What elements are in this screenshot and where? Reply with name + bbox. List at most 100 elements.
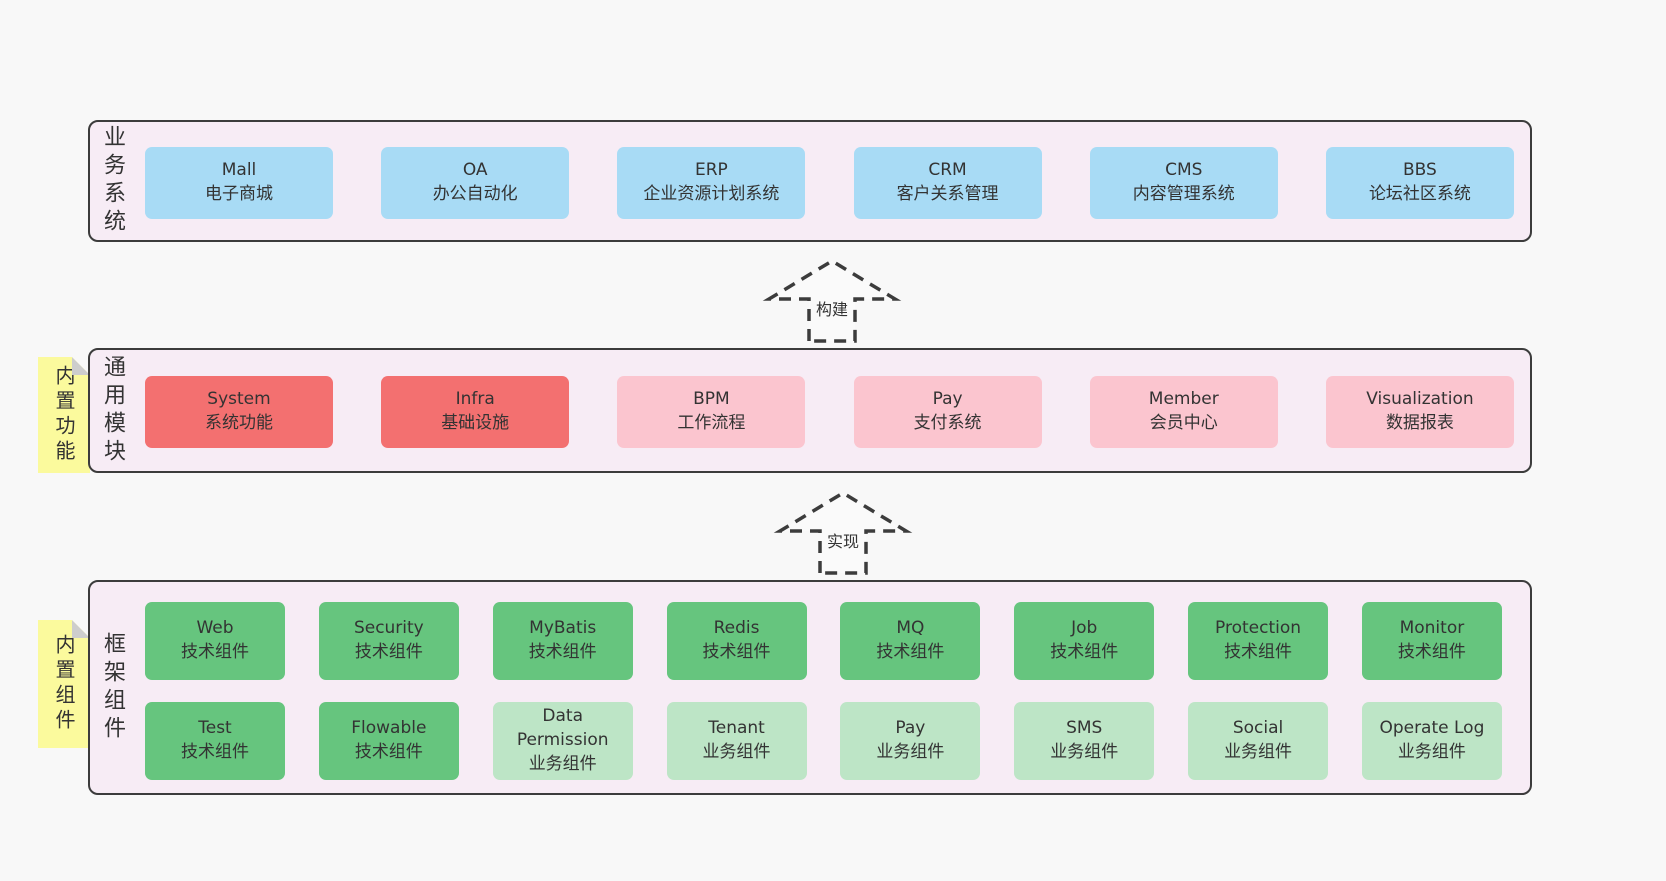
box-oa: OA 办公自动化 — [381, 147, 570, 219]
box-mq: MQ 技术组件 — [840, 602, 981, 680]
box-sms-name: SMS — [1066, 718, 1103, 739]
framework-components-row-2: Test 技术组件 Flowable 技术组件 Data Permission … — [145, 702, 1502, 780]
band-framework-components-label: 框架组件 — [100, 631, 125, 744]
box-security-desc: 技术组件 — [354, 642, 423, 662]
box-bbs-name: BBS — [1403, 160, 1437, 181]
note-built-in-features-label: 内置功能 — [52, 365, 76, 465]
arrow-build: 构建 — [757, 253, 907, 343]
framework-components-row-1: Web 技术组件 Security 技术组件 MyBatis 技术组件 Redi… — [145, 602, 1502, 680]
box-erp-desc: 企业资源计划系统 — [643, 184, 780, 204]
band-framework-components: 框架组件 Web 技术组件 Security 技术组件 MyBatis 技术组件… — [88, 580, 1532, 795]
box-pay-system-name: Pay — [932, 389, 963, 410]
box-visualization-name: Visualization — [1366, 389, 1474, 410]
box-oa-desc: 办公自动化 — [432, 184, 518, 204]
note-built-in-components: 内置组件 — [38, 620, 90, 748]
box-monitor: Monitor 技术组件 — [1361, 602, 1502, 680]
box-pay-component-desc: 业务组件 — [876, 742, 945, 762]
box-bbs: BBS 论坛社区系统 — [1325, 147, 1514, 219]
box-erp-name: ERP — [694, 160, 728, 181]
box-protection: Protection 技术组件 — [1188, 602, 1329, 680]
box-protection-name: Protection — [1215, 618, 1302, 639]
box-mq-desc: 技术组件 — [876, 642, 945, 662]
box-pay-system: Pay 支付系统 — [853, 376, 1042, 448]
box-system: System 系统功能 — [145, 376, 333, 448]
box-web-desc: 技术组件 — [181, 642, 249, 662]
box-security: Security 技术组件 — [318, 602, 459, 680]
common-modules-row: System 系统功能 Infra 基础设施 BPM 工作流程 Pay 支付系统… — [145, 376, 1514, 448]
box-social-desc: 业务组件 — [1224, 742, 1293, 762]
box-bpm: BPM 工作流程 — [617, 376, 806, 448]
arrow-build-label: 构建 — [810, 295, 854, 321]
box-web-name: Web — [196, 618, 234, 639]
box-bpm-name: BPM — [693, 389, 730, 410]
box-mall-name: Mall — [221, 160, 257, 181]
box-bpm-desc: 工作流程 — [677, 413, 746, 433]
box-crm: CRM 客户关系管理 — [853, 147, 1042, 219]
box-redis: Redis 技术组件 — [666, 602, 807, 680]
box-job-name: Job — [1071, 618, 1098, 639]
box-mybatis-desc: 技术组件 — [528, 642, 597, 662]
box-sms-desc: 业务组件 — [1050, 742, 1119, 762]
box-sms: SMS 业务组件 — [1014, 702, 1155, 780]
box-tenant-desc: 业务组件 — [702, 742, 771, 762]
box-bbs-desc: 论坛社区系统 — [1368, 184, 1471, 204]
box-flowable: Flowable 技术组件 — [318, 702, 459, 780]
arrow-implement-label: 实现 — [821, 527, 865, 553]
box-member-name: Member — [1148, 389, 1219, 410]
box-system-name: System — [207, 389, 271, 410]
box-mybatis-name: MyBatis — [529, 618, 597, 639]
box-cms-name: CMS — [1165, 160, 1203, 181]
box-pay-component: Pay 业务组件 — [840, 702, 981, 780]
arrow-implement: 实现 — [768, 485, 918, 575]
box-job: Job 技术组件 — [1014, 602, 1155, 680]
box-member: Member 会员中心 — [1089, 376, 1278, 448]
box-social: Social 业务组件 — [1188, 702, 1329, 780]
box-crm-name: CRM — [928, 160, 967, 181]
box-member-desc: 会员中心 — [1149, 413, 1218, 433]
box-cms-desc: 内容管理系统 — [1132, 184, 1235, 204]
box-tenant-name: Tenant — [708, 718, 765, 739]
box-visualization: Visualization 数据报表 — [1325, 376, 1514, 448]
box-infra: Infra 基础设施 — [381, 376, 570, 448]
box-test-desc: 技术组件 — [181, 742, 249, 762]
box-operate-log: Operate Log 业务组件 — [1361, 702, 1502, 780]
business-systems-row: Mall 电子商城 OA 办公自动化 ERP 企业资源计划系统 CRM 客户关系… — [145, 147, 1514, 219]
box-data-permission-name: Data Permission — [516, 706, 609, 751]
box-oa-name: OA — [462, 160, 488, 181]
box-data-permission: Data Permission 业务组件 — [492, 702, 633, 780]
box-monitor-desc: 技术组件 — [1397, 642, 1466, 662]
band-common-modules: 通用模块 System 系统功能 Infra 基础设施 BPM 工作流程 Pay… — [88, 348, 1532, 473]
band-business-systems: 业务系统 Mall 电子商城 OA 办公自动化 ERP 企业资源计划系统 CRM… — [88, 120, 1532, 242]
box-protection-desc: 技术组件 — [1224, 642, 1293, 662]
box-flowable-name: Flowable — [351, 718, 427, 739]
box-pay-system-desc: 支付系统 — [913, 413, 982, 433]
band-business-systems-label: 业务系统 — [100, 125, 125, 237]
box-redis-name: Redis — [713, 618, 760, 639]
box-operate-log-name: Operate Log — [1379, 718, 1485, 739]
box-system-desc: 系统功能 — [205, 413, 273, 433]
box-flowable-desc: 技术组件 — [354, 742, 423, 762]
box-mq-name: MQ — [896, 618, 925, 639]
box-data-permission-desc: 业务组件 — [528, 753, 597, 774]
box-visualization-desc: 数据报表 — [1385, 413, 1454, 433]
box-job-desc: 技术组件 — [1050, 642, 1119, 662]
box-mall-desc: 电子商城 — [205, 184, 273, 204]
box-cms: CMS 内容管理系统 — [1089, 147, 1278, 219]
box-mall: Mall 电子商城 — [145, 147, 333, 219]
box-crm-desc: 客户关系管理 — [896, 184, 999, 204]
note-built-in-components-label: 内置组件 — [52, 634, 76, 734]
box-test-name: Test — [198, 718, 232, 739]
note-built-in-features: 内置功能 — [38, 357, 90, 473]
box-pay-component-name: Pay — [895, 718, 926, 739]
box-infra-desc: 基础设施 — [441, 413, 510, 433]
box-tenant: Tenant 业务组件 — [666, 702, 807, 780]
box-test: Test 技术组件 — [145, 702, 285, 780]
box-web: Web 技术组件 — [145, 602, 285, 680]
band-common-modules-label: 通用模块 — [100, 354, 125, 467]
box-operate-log-desc: 业务组件 — [1397, 742, 1466, 762]
box-security-name: Security — [353, 618, 424, 639]
box-erp: ERP 企业资源计划系统 — [617, 147, 806, 219]
box-social-name: Social — [1232, 718, 1284, 739]
box-infra-name: Infra — [455, 389, 495, 410]
